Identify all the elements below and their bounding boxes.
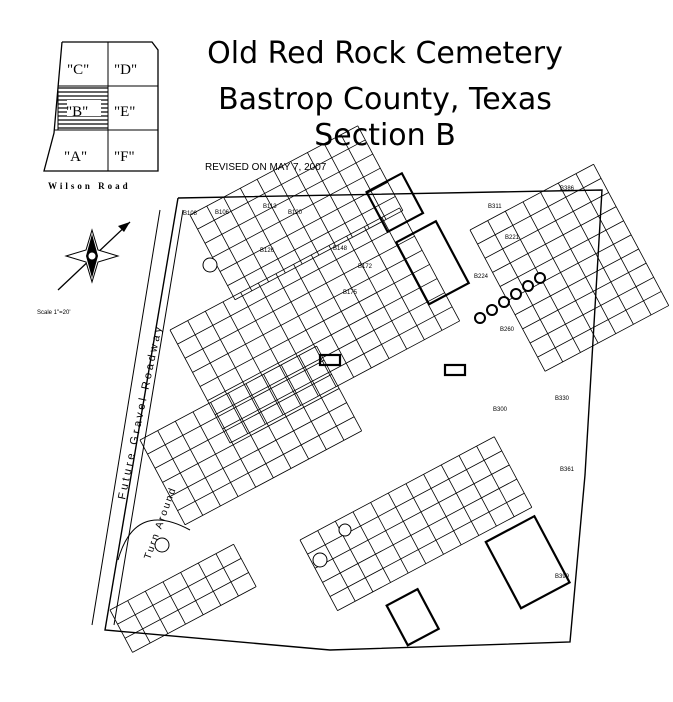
plot-label: B330 <box>555 396 570 402</box>
revised-date: REVISED ON MAY 7, 2007 <box>205 162 327 173</box>
key-label-f: "F" <box>114 149 135 165</box>
plot-label: B113 <box>263 204 277 210</box>
plot-label: B260 <box>500 327 515 333</box>
map-title-line-1: Old Red Rock Cemetery <box>207 36 563 71</box>
plot-label: B172 <box>358 264 373 270</box>
plot-label: B175 <box>343 290 358 296</box>
burial-outlines <box>318 171 572 647</box>
circle-markers <box>474 272 546 324</box>
scale-label: Scale 1"=20' <box>37 310 71 316</box>
section-boundary <box>104 189 603 651</box>
tree-icon <box>154 257 352 568</box>
turn-around <box>117 519 191 561</box>
plot-label: B221 <box>505 235 520 241</box>
plot-label: B108 <box>183 211 198 217</box>
plot-label: B311 <box>488 204 502 210</box>
plot-label: B120 <box>288 210 303 216</box>
plot-label: B399 <box>555 574 570 580</box>
plot-label: B224 <box>474 274 489 280</box>
key-label-a: "A" <box>64 149 88 165</box>
key-label-b: "B" <box>66 104 89 120</box>
plot-label: B386 <box>560 186 575 192</box>
plot-label: B148 <box>333 246 348 252</box>
section-key-map <box>43 41 159 172</box>
plot-label: B106 <box>215 210 230 216</box>
key-label-d: "D" <box>114 62 138 78</box>
plot-labels: B108 B106 B113 B120 B126 B148 B172 B175 … <box>183 186 575 580</box>
map-title-line-2: Bastrop County, Texas <box>218 82 552 117</box>
north-arrow-icon <box>57 221 131 291</box>
key-label-e: "E" <box>114 104 136 120</box>
key-label-c: "C" <box>67 62 90 78</box>
plot-grid <box>109 125 670 653</box>
plot-label: B126 <box>260 248 275 254</box>
plot-label: B300 <box>493 407 508 413</box>
plot-label: B361 <box>560 467 575 473</box>
map-title-line-3: Section B <box>314 118 456 153</box>
future-gravel-roadway <box>91 209 184 626</box>
wilson-road-label: Wilson Road <box>48 181 131 191</box>
